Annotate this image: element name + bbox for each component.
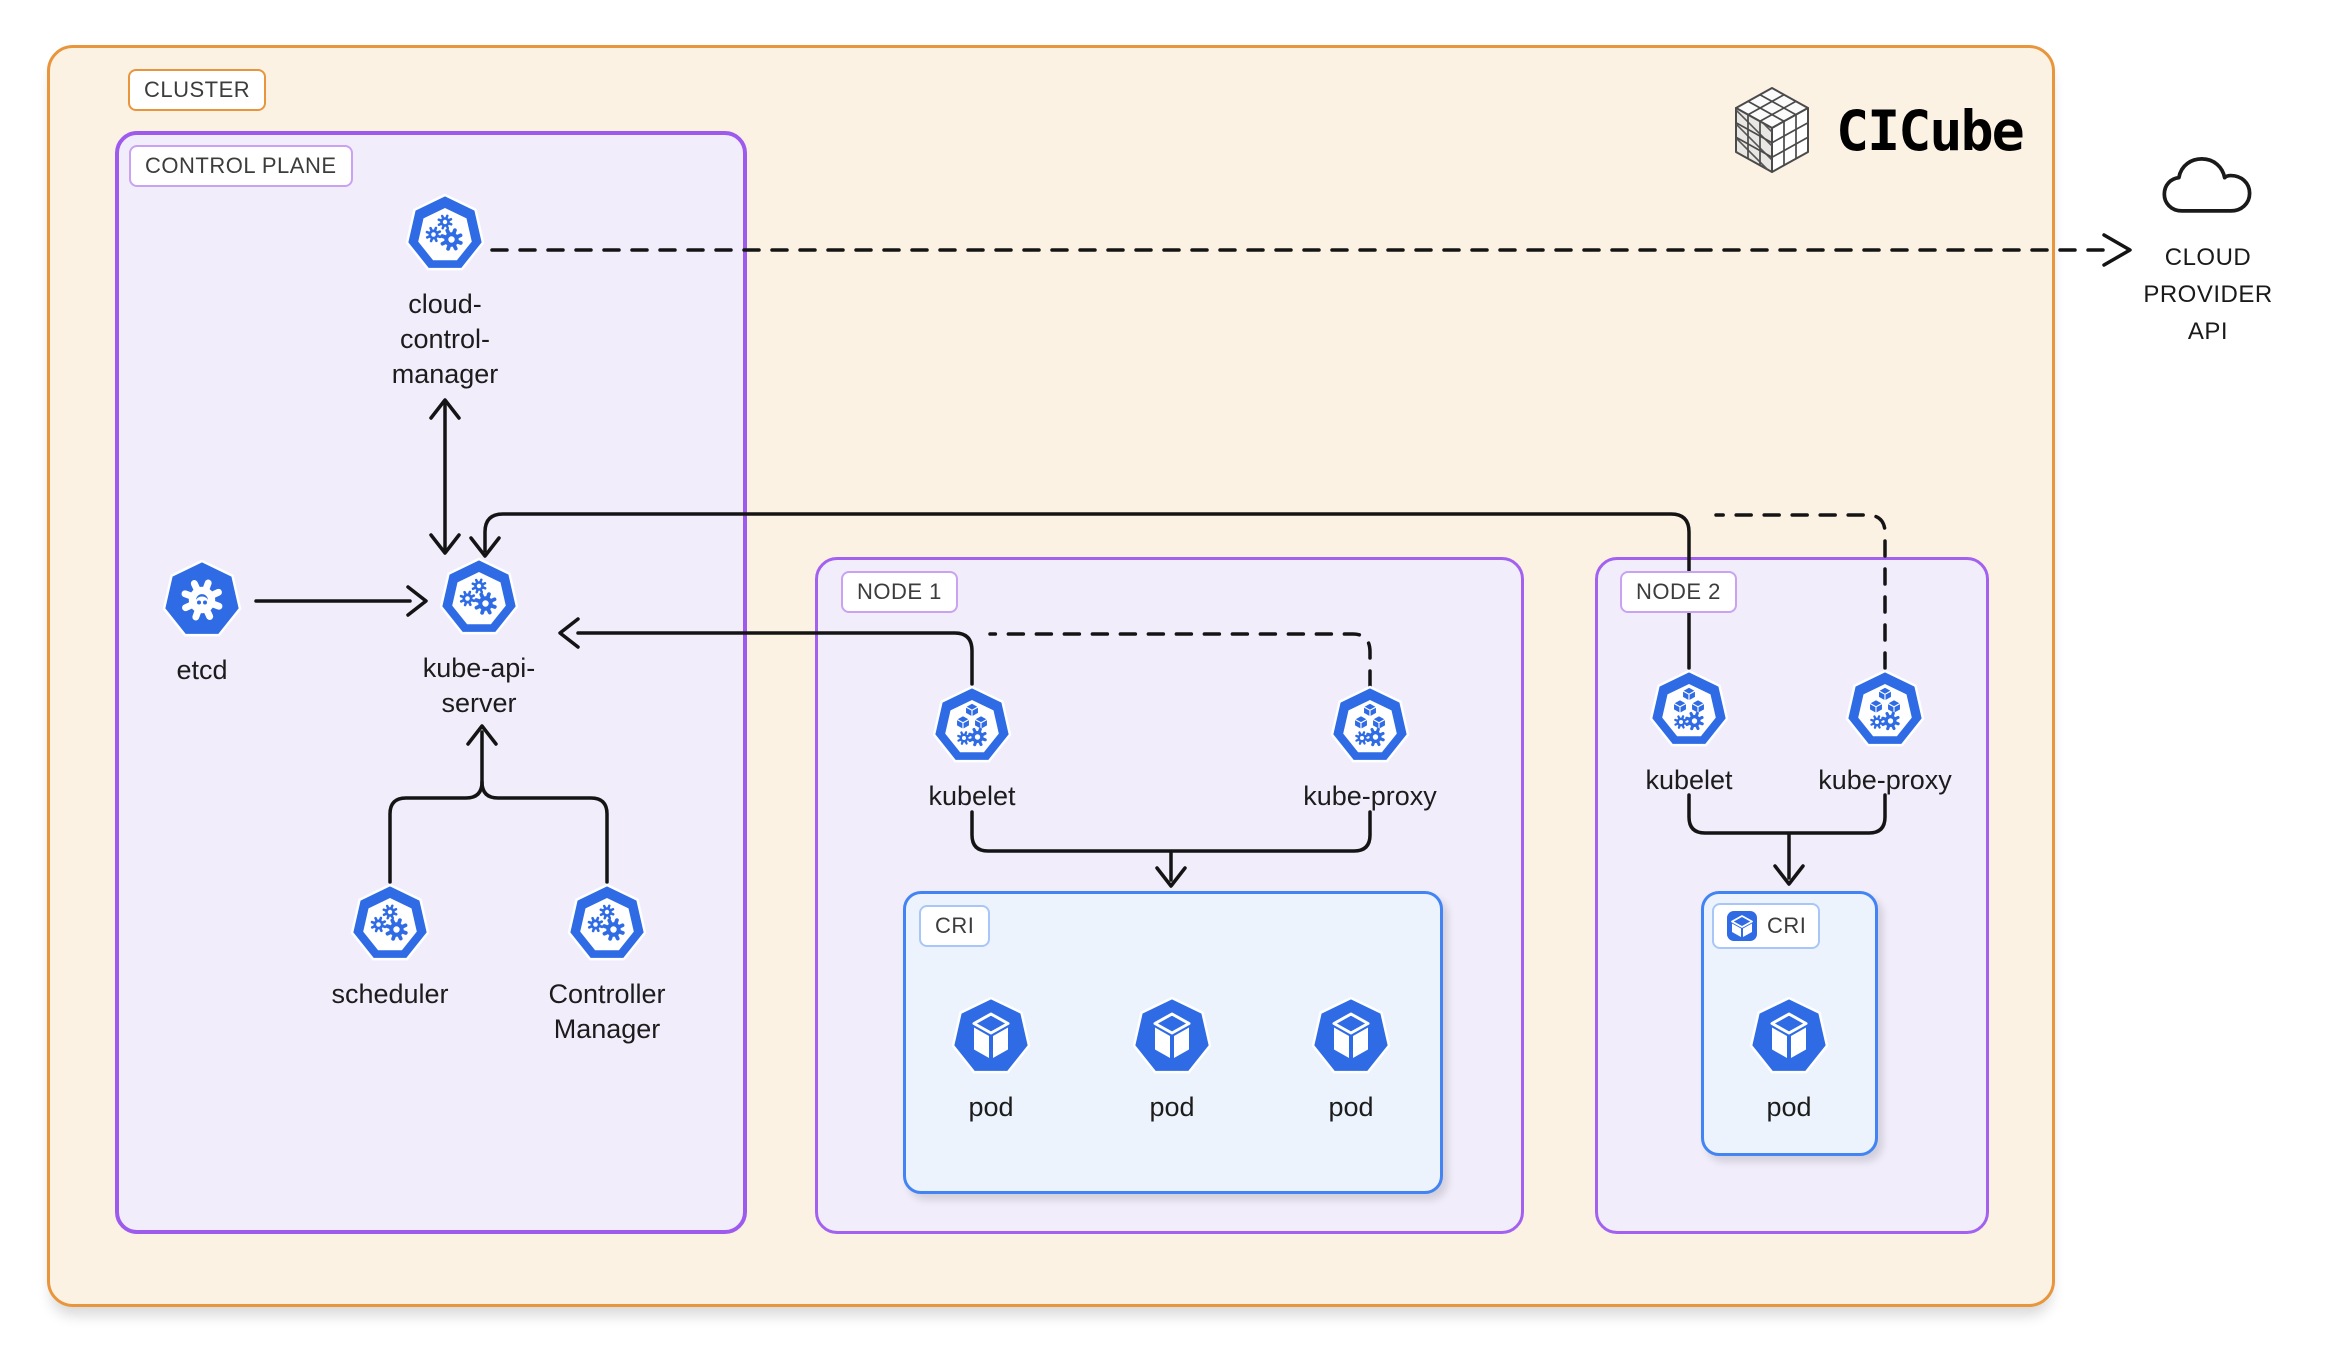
node2-label: NODE 2 xyxy=(1636,579,1721,604)
kubelet-icon xyxy=(930,685,1014,772)
cri-label: CRI xyxy=(1767,913,1807,938)
cicube-logo-text: CICube xyxy=(1836,99,2025,163)
kube-proxy-label: kube-proxy xyxy=(1818,765,1952,795)
node1-label-chip: NODE 1 xyxy=(841,571,958,613)
component-node1-pod1: pod xyxy=(881,995,1101,1125)
node2-label-chip: NODE 2 xyxy=(1620,571,1737,613)
component-node2-kube-proxy: kube-proxy xyxy=(1775,668,1995,798)
scheduler-label: scheduler xyxy=(331,979,449,1009)
node1-cri-label-chip: CRI xyxy=(919,905,991,947)
pod-icon xyxy=(1130,996,1214,1083)
pod-label: pod xyxy=(1766,1092,1812,1122)
etcd-icon xyxy=(160,559,244,646)
cloud-provider-label: CLOUD PROVIDER API xyxy=(2143,244,2273,345)
component-node1-pod3: pod xyxy=(1241,995,1461,1125)
pod-icon xyxy=(1747,996,1831,1083)
component-node2-pod: pod xyxy=(1679,995,1899,1125)
pod-label: pod xyxy=(968,1092,1014,1122)
scheduler-icon xyxy=(348,883,432,970)
control-plane-label: CONTROL PLANE xyxy=(145,153,337,178)
node2-cri-label-chip: CRI xyxy=(1712,903,1821,949)
component-scheduler: scheduler xyxy=(280,882,500,1012)
cloud-provider: CLOUD PROVIDER API xyxy=(2108,150,2308,350)
cluster-label-chip: CLUSTER xyxy=(128,69,267,111)
cloud-control-manager-icon xyxy=(403,193,487,280)
component-node1-kube-proxy: kube-proxy xyxy=(1260,684,1480,814)
kubelet-label: kubelet xyxy=(928,781,1016,811)
kube-proxy-icon xyxy=(1328,685,1412,772)
kubelet-icon xyxy=(1647,669,1731,756)
cluster-label: CLUSTER xyxy=(144,77,251,102)
controller-manager-icon xyxy=(565,883,649,970)
control-plane-label-chip: CONTROL PLANE xyxy=(129,145,353,187)
kubelet-label: kubelet xyxy=(1645,765,1733,795)
component-controller-manager: Controller Manager xyxy=(497,882,717,1047)
cloud-icon xyxy=(2162,157,2252,213)
pod-label: pod xyxy=(1328,1092,1374,1122)
component-etcd: etcd xyxy=(92,558,312,688)
kube-api-server-icon xyxy=(437,557,521,644)
component-kube-api-server: kube-api- server xyxy=(369,556,589,721)
cicube-cube-icon xyxy=(1735,87,1809,173)
component-cloud-control-manager: cloud- control- manager xyxy=(335,192,555,392)
pod-icon xyxy=(1309,996,1393,1083)
kube-proxy-label: kube-proxy xyxy=(1303,781,1437,811)
node1-label: NODE 1 xyxy=(857,579,942,604)
controller-manager-label: Controller Manager xyxy=(548,979,666,1044)
component-node1-pod2: pod xyxy=(1062,995,1282,1125)
cicube-logo: CICube xyxy=(1728,84,2025,178)
etcd-label: etcd xyxy=(176,655,228,685)
pod-label: pod xyxy=(1149,1092,1195,1122)
kube-proxy-icon xyxy=(1843,669,1927,756)
pod-icon xyxy=(949,996,1033,1083)
pod-mini-icon xyxy=(1726,910,1758,942)
cri-label: CRI xyxy=(935,913,975,938)
cloud-control-manager-label: cloud- control- manager xyxy=(391,289,499,389)
kube-api-server-label: kube-api- server xyxy=(422,653,536,718)
component-node1-kubelet: kubelet xyxy=(862,684,1082,814)
component-node2-kubelet: kubelet xyxy=(1579,668,1799,798)
